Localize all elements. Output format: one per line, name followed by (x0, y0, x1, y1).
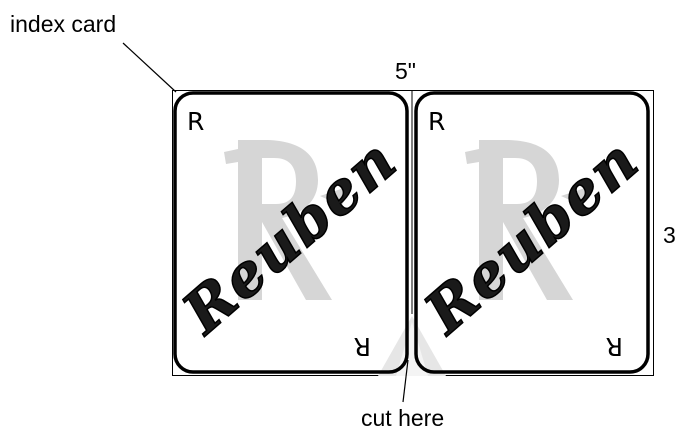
card-left-border (173, 91, 409, 374)
card-left: R R Reuben (168, 91, 411, 374)
card-right-corner-top: R (428, 107, 445, 136)
cut-here-label: cut here (361, 405, 444, 431)
height-dimension-label: 3 (663, 222, 676, 248)
index-card-label: index card (10, 11, 116, 37)
cut-leader-line (402, 359, 409, 403)
watermark-r-icon (224, 140, 350, 300)
index-card-leader-line (122, 42, 177, 93)
watermark-r-icon (465, 140, 591, 300)
card-right-corner-bottom: R (606, 332, 623, 361)
card-left-corner-top: R (187, 107, 204, 136)
width-dimension-label: 5" (395, 58, 416, 84)
card-right: R R Reuben (410, 91, 653, 374)
card-left-corner-bottom: R (354, 332, 371, 361)
card-right-border (414, 91, 650, 374)
